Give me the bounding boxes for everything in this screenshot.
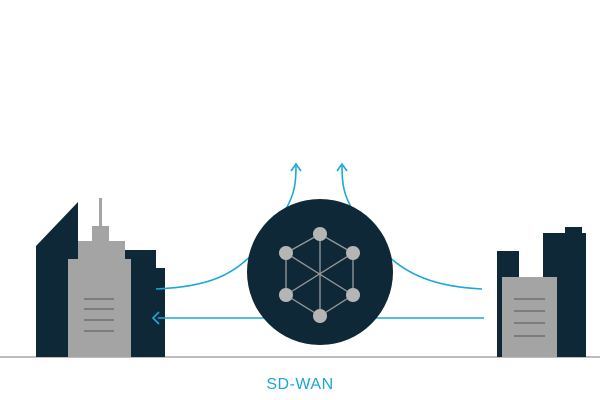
right-upper-link — [377, 244, 483, 290]
arrowheads — [151, 162, 348, 325]
network-node — [346, 288, 360, 302]
hexagon-network-icon — [247, 199, 393, 345]
city-buildings-icon — [36, 198, 165, 357]
left-upper-link — [155, 242, 263, 290]
arrow-up-icon — [336, 162, 348, 172]
office-buildings-icon — [497, 227, 586, 357]
network-node — [279, 246, 293, 260]
network-node — [313, 309, 327, 323]
network-node — [346, 246, 360, 260]
arrow-up-icon — [290, 162, 302, 172]
network-node — [313, 227, 327, 241]
arrow-left-icon — [151, 311, 160, 325]
network-node — [279, 288, 293, 302]
diagram-caption: SD-WAN — [266, 376, 334, 393]
